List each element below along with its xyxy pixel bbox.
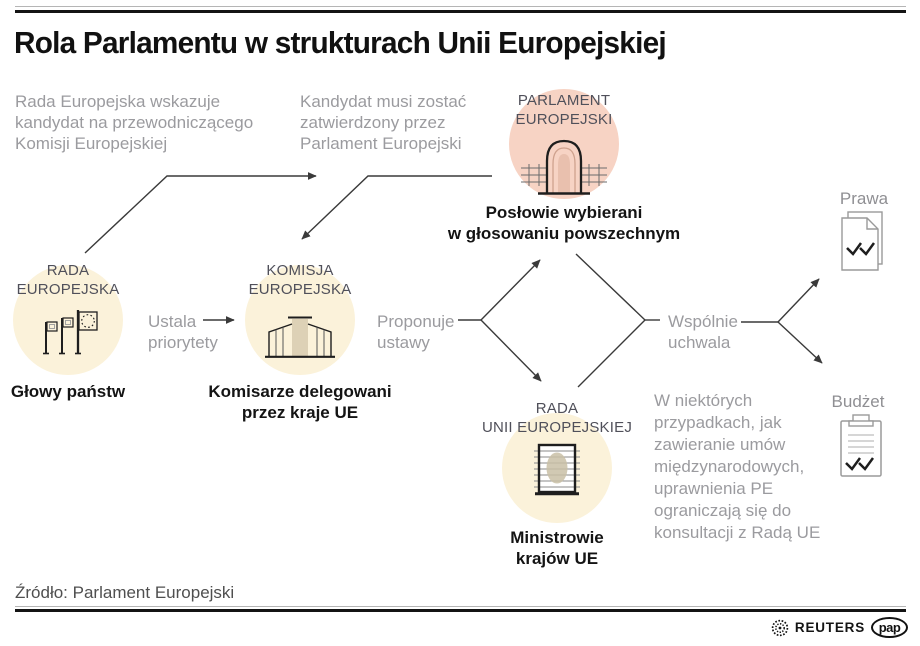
top-rule-thin <box>15 6 906 7</box>
footer-logos: REUTERS pap <box>771 617 908 638</box>
european-council-label: RADA EUROPEJSKA <box>16 262 120 298</box>
commission-caption: Komisarze delegowani przez kraje UE <box>208 382 392 422</box>
note-candidate-approved: Kandydat musi zostać zatwierdzony przez … <box>300 92 467 153</box>
laws-label: Prawa <box>839 189 889 208</box>
eu-council-label: RADA UNII EUROPEJSKIEJ <box>481 400 633 436</box>
parliament-label: PARLAMENT EUROPEJSKI <box>515 92 613 128</box>
pap-logo: pap <box>871 617 908 638</box>
budget-label: Budżet <box>831 392 885 411</box>
eu-council-caption: Ministrowie krajów UE <box>510 528 604 568</box>
council-building-icon <box>525 441 589 501</box>
commission-building-icon <box>259 312 341 360</box>
arrow-to-laws <box>777 278 820 323</box>
commission-label: KOMISJA EUROPEJSKA <box>248 262 352 298</box>
reuters-logo: REUTERS <box>794 620 865 635</box>
top-rule-thick <box>15 10 906 13</box>
bottom-rule-thin <box>15 606 906 607</box>
note-consultation: W niektórych przypadkach, jak zawieranie… <box>654 391 821 542</box>
european-council-caption: Głowy państw <box>10 382 126 401</box>
parliament-caption: Posłowie wybierani w głosowaniu powszech… <box>447 203 681 243</box>
edge-sets-priorities: Ustala priorytety <box>148 312 218 352</box>
edge-jointly-adopts: Wspólnie uchwala <box>668 312 738 352</box>
page-title: Rola Parlamentu w strukturach Unii Europ… <box>14 25 667 60</box>
arrow-to-parliament <box>480 259 541 321</box>
bottom-rule-thick <box>15 609 906 612</box>
arrow-to-eu-council <box>480 319 542 382</box>
european-council-circle <box>13 265 123 375</box>
note-council-nominates: Rada Europejska wskazuje kandydat na prz… <box>15 92 254 153</box>
arrow-council-to-candidate <box>84 172 317 254</box>
arrow-to-budget <box>777 321 823 364</box>
source-line: Źródło: Parlament Europejski <box>15 583 235 602</box>
parliament-building-icon <box>519 137 609 195</box>
documents-check-icon <box>840 210 886 272</box>
lines-converge-jointly <box>575 253 647 388</box>
clipboard-check-icon <box>839 412 883 478</box>
flags-icon <box>38 308 98 356</box>
edge-proposes-laws: Proponuje ustawy <box>377 312 455 352</box>
reuters-sphere-icon <box>771 619 789 637</box>
